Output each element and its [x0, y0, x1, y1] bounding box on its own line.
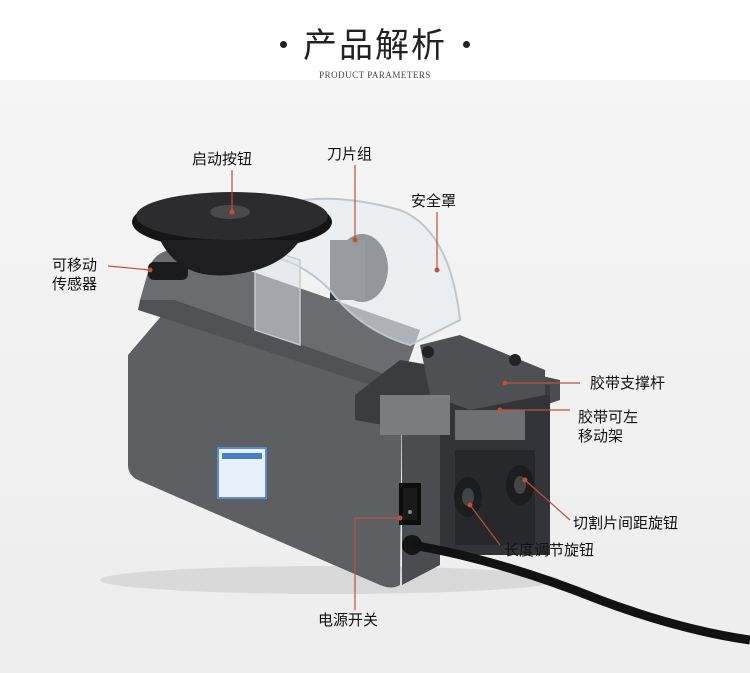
page-subtitle: PRODUCT PARAMETERS [319, 70, 431, 80]
page-title: 产品解析 [0, 18, 750, 67]
callout-lines [107, 165, 580, 610]
label-tape-movable-frame: 胶带可左 移动架 [578, 408, 639, 445]
label-movable-sensor: 可移动 传感器 [52, 256, 98, 293]
movable-frame-plate [380, 395, 450, 435]
callout-dots [147, 209, 528, 521]
floor-shadow [100, 566, 560, 594]
label-length-adjust-knob: 长度调节旋钮 [504, 541, 595, 559]
movable-sensor-shape [148, 262, 188, 280]
label-blade-group: 刀片组 [327, 145, 373, 163]
page-title-text: 产品解析 [303, 26, 447, 66]
label-blade-spacing-knob: 切割片间距旋钮 [573, 514, 679, 532]
label-power-switch: 电源开关 [318, 611, 379, 629]
power-cable [411, 540, 750, 645]
label-start-button: 启动按钮 [192, 150, 253, 168]
machine-top-edge [138, 300, 402, 395]
header: 产品解析 PRODUCT PARAMETERS [0, 0, 750, 80]
tape-support-rod-shape [420, 335, 545, 410]
bullet-dot-left [280, 40, 287, 48]
label-tape-support-rod: 胶带支撑杆 [590, 374, 666, 392]
label-safety-cover: 安全罩 [411, 192, 457, 210]
bullet-dot-right [463, 40, 470, 48]
